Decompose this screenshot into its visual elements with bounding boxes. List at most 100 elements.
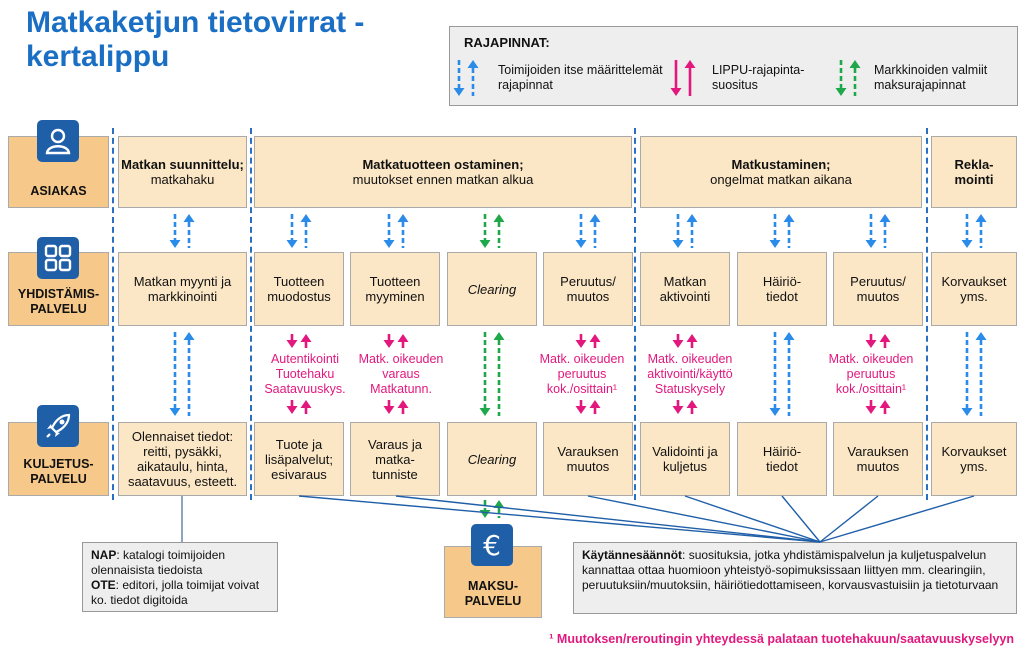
arrow-cust-int-1-down-head [286,240,298,248]
box-matkustaminen: Matkustaminen;ongelmat matkan aikana [640,136,922,208]
legend-item-pink: LIPPU-rajapinta-suositus [712,63,805,92]
row-label-asiakas: ASIAKAS [8,136,109,208]
legend-item-blue: Toimijoiden itse määrittelemät rajapinna… [498,63,663,92]
legend-arrow-blue-up-head [467,60,479,68]
arrow-cust-int-1-up-head [300,214,312,222]
arrow-cust-int-3-up-head [589,214,601,222]
arrow-cust-int-6-up-head [879,214,891,222]
note-kaytannesaannot: Käytännesäännöt: suosituksia, jotka yhdi… [573,542,1017,614]
note-nap-ote: NAP: katalogi toimijoiden olennaisista t… [82,542,278,612]
arrow-int-trans-korvaus-up-head [975,332,987,340]
person-icon [37,120,79,162]
legend-arrow-blue-down-head [453,88,465,96]
box-korvaukset-integration: Korvaukset yms. [931,252,1017,326]
box-matkatuotteen-ostaminen: Matkatuotteen ostaminen;muutokset ennen … [254,136,632,208]
annotation-peruutus-2: Matk. oikeuden peruutus kok./osittain¹ [828,352,914,396]
legend-arrow-green-up-head [849,60,861,68]
separator-2 [250,128,252,500]
arrow-pink-bottom-3-up-head [686,400,698,408]
box-tuote-lisapalvelut: Tuote ja lisäpalvelut; esivaraus [254,422,344,496]
arrow-clearing-middle-up-head [493,332,505,340]
arrow-pink-bottom-0-down-head [286,406,298,414]
box-reklamointi: Rekla- mointi [931,136,1017,208]
annotation-aktivointi: Matk. oikeuden aktivointi/käyttö Statusk… [647,352,733,396]
connector-practice-5 [819,495,879,543]
row-label-kuljetus: KULJETUS- PALVELU [8,422,109,496]
arrow-pink-top-4-down-head [865,340,877,348]
rocket-icon [37,405,79,447]
arrow-clearing-bottom-down-head [479,510,491,518]
arrow-pink-top-3-up-head [686,334,698,342]
legend-arrow-pink-up-head [684,60,696,68]
arrow-int-trans-planning-up-head [183,332,195,340]
arrow-pink-top-3-down-head [672,340,684,348]
arrow-pink-bottom-3-down-head [672,406,684,414]
separator-4 [926,128,928,500]
arrow-pink-top-1-up-head [397,334,409,342]
arrow-clearing-middle-down-head [479,408,491,416]
arrow-pink-top-2-up-head [589,334,601,342]
box-hairiotiedot-integration: Häiriö- tiedot [737,252,827,326]
connector-practice-4 [781,495,821,543]
arrow-cust-int-0-up-head [183,214,195,222]
euro-icon: € [471,524,513,566]
annotation-varaus: Matk. oikeuden varaus Matkatunn. [358,352,444,396]
footnote: ¹ Muutoksen/reroutingin yhteydessä palat… [549,632,1014,646]
arrow-pink-bottom-2-down-head [575,406,587,414]
arrow-cust-int-4-up-head [686,214,698,222]
legend: RAJAPINNAT: Toimijoiden itse määrittelem… [449,26,1018,106]
arrow-cust-int-6-down-head [865,240,877,248]
arrow-pink-top-2-down-head [575,340,587,348]
arrow-clearing-top-up-head [493,214,505,222]
arrow-pink-bottom-1-down-head [383,406,395,414]
box-peruutus-muutos-1: Peruutus/ muutos [543,252,633,326]
box-matkan-aktivointi: Matkan aktivointi [640,252,730,326]
grid-icon [37,237,79,279]
connector-practice-6 [819,495,975,543]
legend-item-green: Markkinoiden valmiit maksurajapinnat [874,63,988,92]
arrow-int-trans-hairio-down-head [769,408,781,416]
arrow-cust-int-2-down-head [383,240,395,248]
connector-practice-1 [395,495,821,543]
arrow-cust-int-5-up-head [783,214,795,222]
annotation-autentikointi: Autentikointi Tuotehaku Saatavuuskys. [264,352,346,396]
box-korvaukset-transport: Korvaukset yms. [931,422,1017,496]
separator-3 [634,128,636,500]
arrow-cust-int-5-down-head [769,240,781,248]
arrow-pink-top-4-up-head [879,334,891,342]
box-tuotteen-muodostus: Tuotteen muodostus [254,252,344,326]
arrow-int-trans-planning-down-head [169,408,181,416]
box-peruutus-muutos-2: Peruutus/ muutos [833,252,923,326]
arrow-clearing-bottom-up-head [493,500,505,508]
connector-practice-0 [298,495,821,543]
arrow-pink-bottom-2-up-head [589,400,601,408]
separator-1 [112,128,114,500]
connector-practice-3 [684,495,821,543]
box-olennaiset-tiedot: Olennaiset tiedot: reitti, pysäkki, aika… [118,422,247,496]
legend-arrow-pink-down-head [670,88,682,96]
legend-title: RAJAPINNAT: [464,35,550,50]
legend-arrow-green-down-head [835,88,847,96]
arrow-cust-int-4-down-head [672,240,684,248]
arrow-pink-top-0-down-head [286,340,298,348]
arrow-pink-bottom-0-up-head [300,400,312,408]
connector-practice-2 [587,495,821,543]
page-title: Matkaketjun tietovirrat - kertalippu [26,6,365,73]
box-matkan-myynti: Matkan myynti ja markkinointi [118,252,247,326]
arrow-int-trans-korvaus-down-head [961,408,973,416]
arrow-pink-bottom-4-down-head [865,406,877,414]
arrow-pink-bottom-4-up-head [879,400,891,408]
annotation-peruutus-1: Matk. oikeuden peruutus kok./osittain¹ [539,352,625,396]
arrow-cust-int-3-down-head [575,240,587,248]
arrow-pink-top-1-down-head [383,340,395,348]
arrow-clearing-top-down-head [479,240,491,248]
box-clearing-transport: Clearing [447,422,537,496]
arrow-pink-top-0-up-head [300,334,312,342]
box-varaus-tunniste: Varaus ja matka- tunniste [350,422,440,496]
box-varauksen-muutos-2: Varauksen muutos [833,422,923,496]
arrow-cust-int-2-up-head [397,214,409,222]
arrow-cust-int-0-down-head [169,240,181,248]
arrow-cust-int-7-down-head [961,240,973,248]
box-matkan-suunnittelu: Matkan suunnittelu;matkahaku [118,136,247,208]
